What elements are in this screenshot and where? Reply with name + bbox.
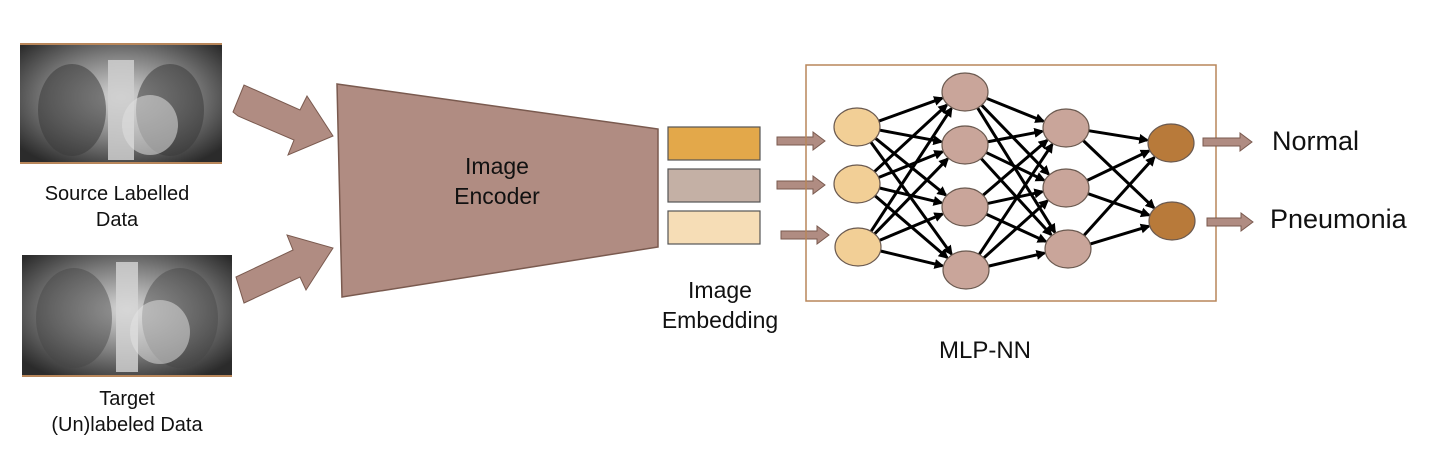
image-embedding-label: Image Embedding [661,277,779,333]
image-encoder-label: Image Encoder [454,153,540,209]
mlp-connection [877,150,945,180]
mlp-frame [805,64,1217,302]
mlp-neuron [1147,123,1195,163]
mlp-connection [1082,155,1156,238]
mlp-nn-label: MLP-NN [938,337,1031,364]
mlp-connection [872,103,949,174]
mlp-connection [873,136,948,197]
target-input-arrow [235,234,334,304]
mlp-connection [878,212,945,243]
output-arrow-normal [1202,132,1253,152]
mlp-neuron [941,72,989,112]
mlp-connection [1085,149,1151,183]
source-input-arrow [232,84,334,156]
mlp-connection [986,188,1045,206]
embedding-box-3 [667,210,761,245]
mlp-connection [975,106,1057,234]
mlp-connection [986,127,1045,144]
output-label-pneumonia: Pneumonia [1270,204,1407,234]
mlp-connection [977,142,1054,257]
mlp-neuron [1042,168,1090,208]
mlp-neuron [941,187,989,227]
mlp-neuron [1044,229,1092,269]
mlp-neuron [833,164,881,204]
mlp-neuron [1042,108,1090,148]
mlp-connection [985,96,1046,123]
mlp-connection [878,186,944,206]
mlp-connection [981,139,1049,198]
embedding-box-2 [667,168,761,203]
mlp-neuron [942,250,990,290]
mlp-neurons [833,72,1196,290]
mlp-connections [869,96,1156,269]
embedding-box-1 [667,126,761,161]
output-arrow-pneumonia [1206,212,1254,232]
mlp-connection [877,96,945,123]
mlp-neuron [941,125,989,165]
mlp-connection [987,249,1047,268]
embedding-arrow-3 [780,225,830,245]
embedding-arrow-2 [776,175,826,195]
mlp-connection [1088,223,1151,246]
target-xray-image [22,255,232,377]
mlp-connection [979,103,1050,176]
mlp-connection [869,106,953,234]
mlp-neuron [833,107,881,147]
mlp-neuron [1148,201,1196,241]
mlp-connection [872,157,950,236]
mlp-connection [1081,138,1156,210]
mlp-connection [1087,129,1150,144]
mlp-connection [1086,191,1151,218]
embedding-arrow-1 [776,131,826,151]
source-xray-image [20,43,222,164]
mlp-connection [982,199,1049,260]
mlp-neuron [834,227,882,267]
target-data-caption: Target (Un)labeled Data [51,388,203,436]
source-data-caption: Source Labelled Data [44,183,190,231]
image-encoder-block [336,83,659,298]
output-label-normal: Normal [1272,126,1360,156]
mlp-connection [879,249,945,269]
mlp-connection [984,150,1046,182]
